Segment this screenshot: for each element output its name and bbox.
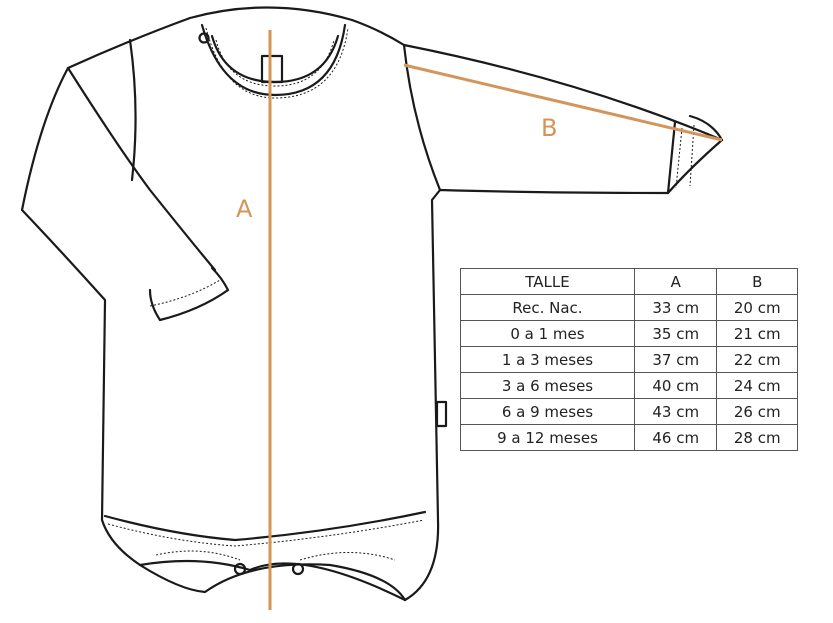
header-talle: TALLE	[460, 268, 635, 295]
size-cell: 3 a 6 meses	[460, 372, 635, 399]
header-b: B	[716, 268, 798, 295]
collar-inner	[200, 23, 347, 97]
measure-a-cell: 46 cm	[633, 424, 718, 451]
size-cell: Rec. Nac.	[460, 294, 635, 321]
measure-line-b	[403, 63, 723, 142]
size-cell: 1 a 3 meses	[460, 346, 635, 373]
table-row: 9 a 12 meses 46 cm 28 cm	[460, 424, 798, 451]
table-row: Rec. Nac. 33 cm 20 cm	[460, 294, 798, 321]
size-cell: 6 a 9 meses	[460, 398, 635, 425]
measure-a-cell: 37 cm	[633, 346, 718, 373]
measure-a-cell: 33 cm	[633, 294, 718, 321]
size-table: TALLE A B Rec. Nac. 33 cm 20 cm 0 a 1 me…	[460, 268, 798, 451]
label-b: B	[541, 114, 558, 142]
label-a: A	[236, 195, 253, 223]
measure-b-cell: 20 cm	[716, 294, 798, 321]
collar-outer	[188, 6, 354, 22]
measure-a-cell: 35 cm	[633, 320, 718, 347]
header-a: A	[633, 268, 718, 295]
table-row: 6 a 9 meses 43 cm 26 cm	[460, 398, 798, 425]
measure-b-cell: 21 cm	[716, 320, 798, 347]
size-table-header-row: TALLE A B	[460, 268, 798, 295]
measure-b-cell: 22 cm	[716, 346, 798, 373]
measure-a-cell: 40 cm	[633, 372, 718, 399]
table-row: 3 a 6 meses 40 cm 24 cm	[460, 372, 798, 399]
size-cell: 9 a 12 meses	[460, 424, 635, 451]
measure-a-cell: 43 cm	[633, 398, 718, 425]
size-cell: 0 a 1 mes	[460, 320, 635, 347]
measure-b-cell: 28 cm	[716, 424, 798, 451]
table-row: 0 a 1 mes 35 cm 21 cm	[460, 320, 798, 347]
measure-b-cell: 24 cm	[716, 372, 798, 399]
table-row: 1 a 3 meses 37 cm 22 cm	[460, 346, 798, 373]
bodysuit-outline	[20, 16, 724, 602]
measure-b-cell: 26 cm	[716, 398, 798, 425]
